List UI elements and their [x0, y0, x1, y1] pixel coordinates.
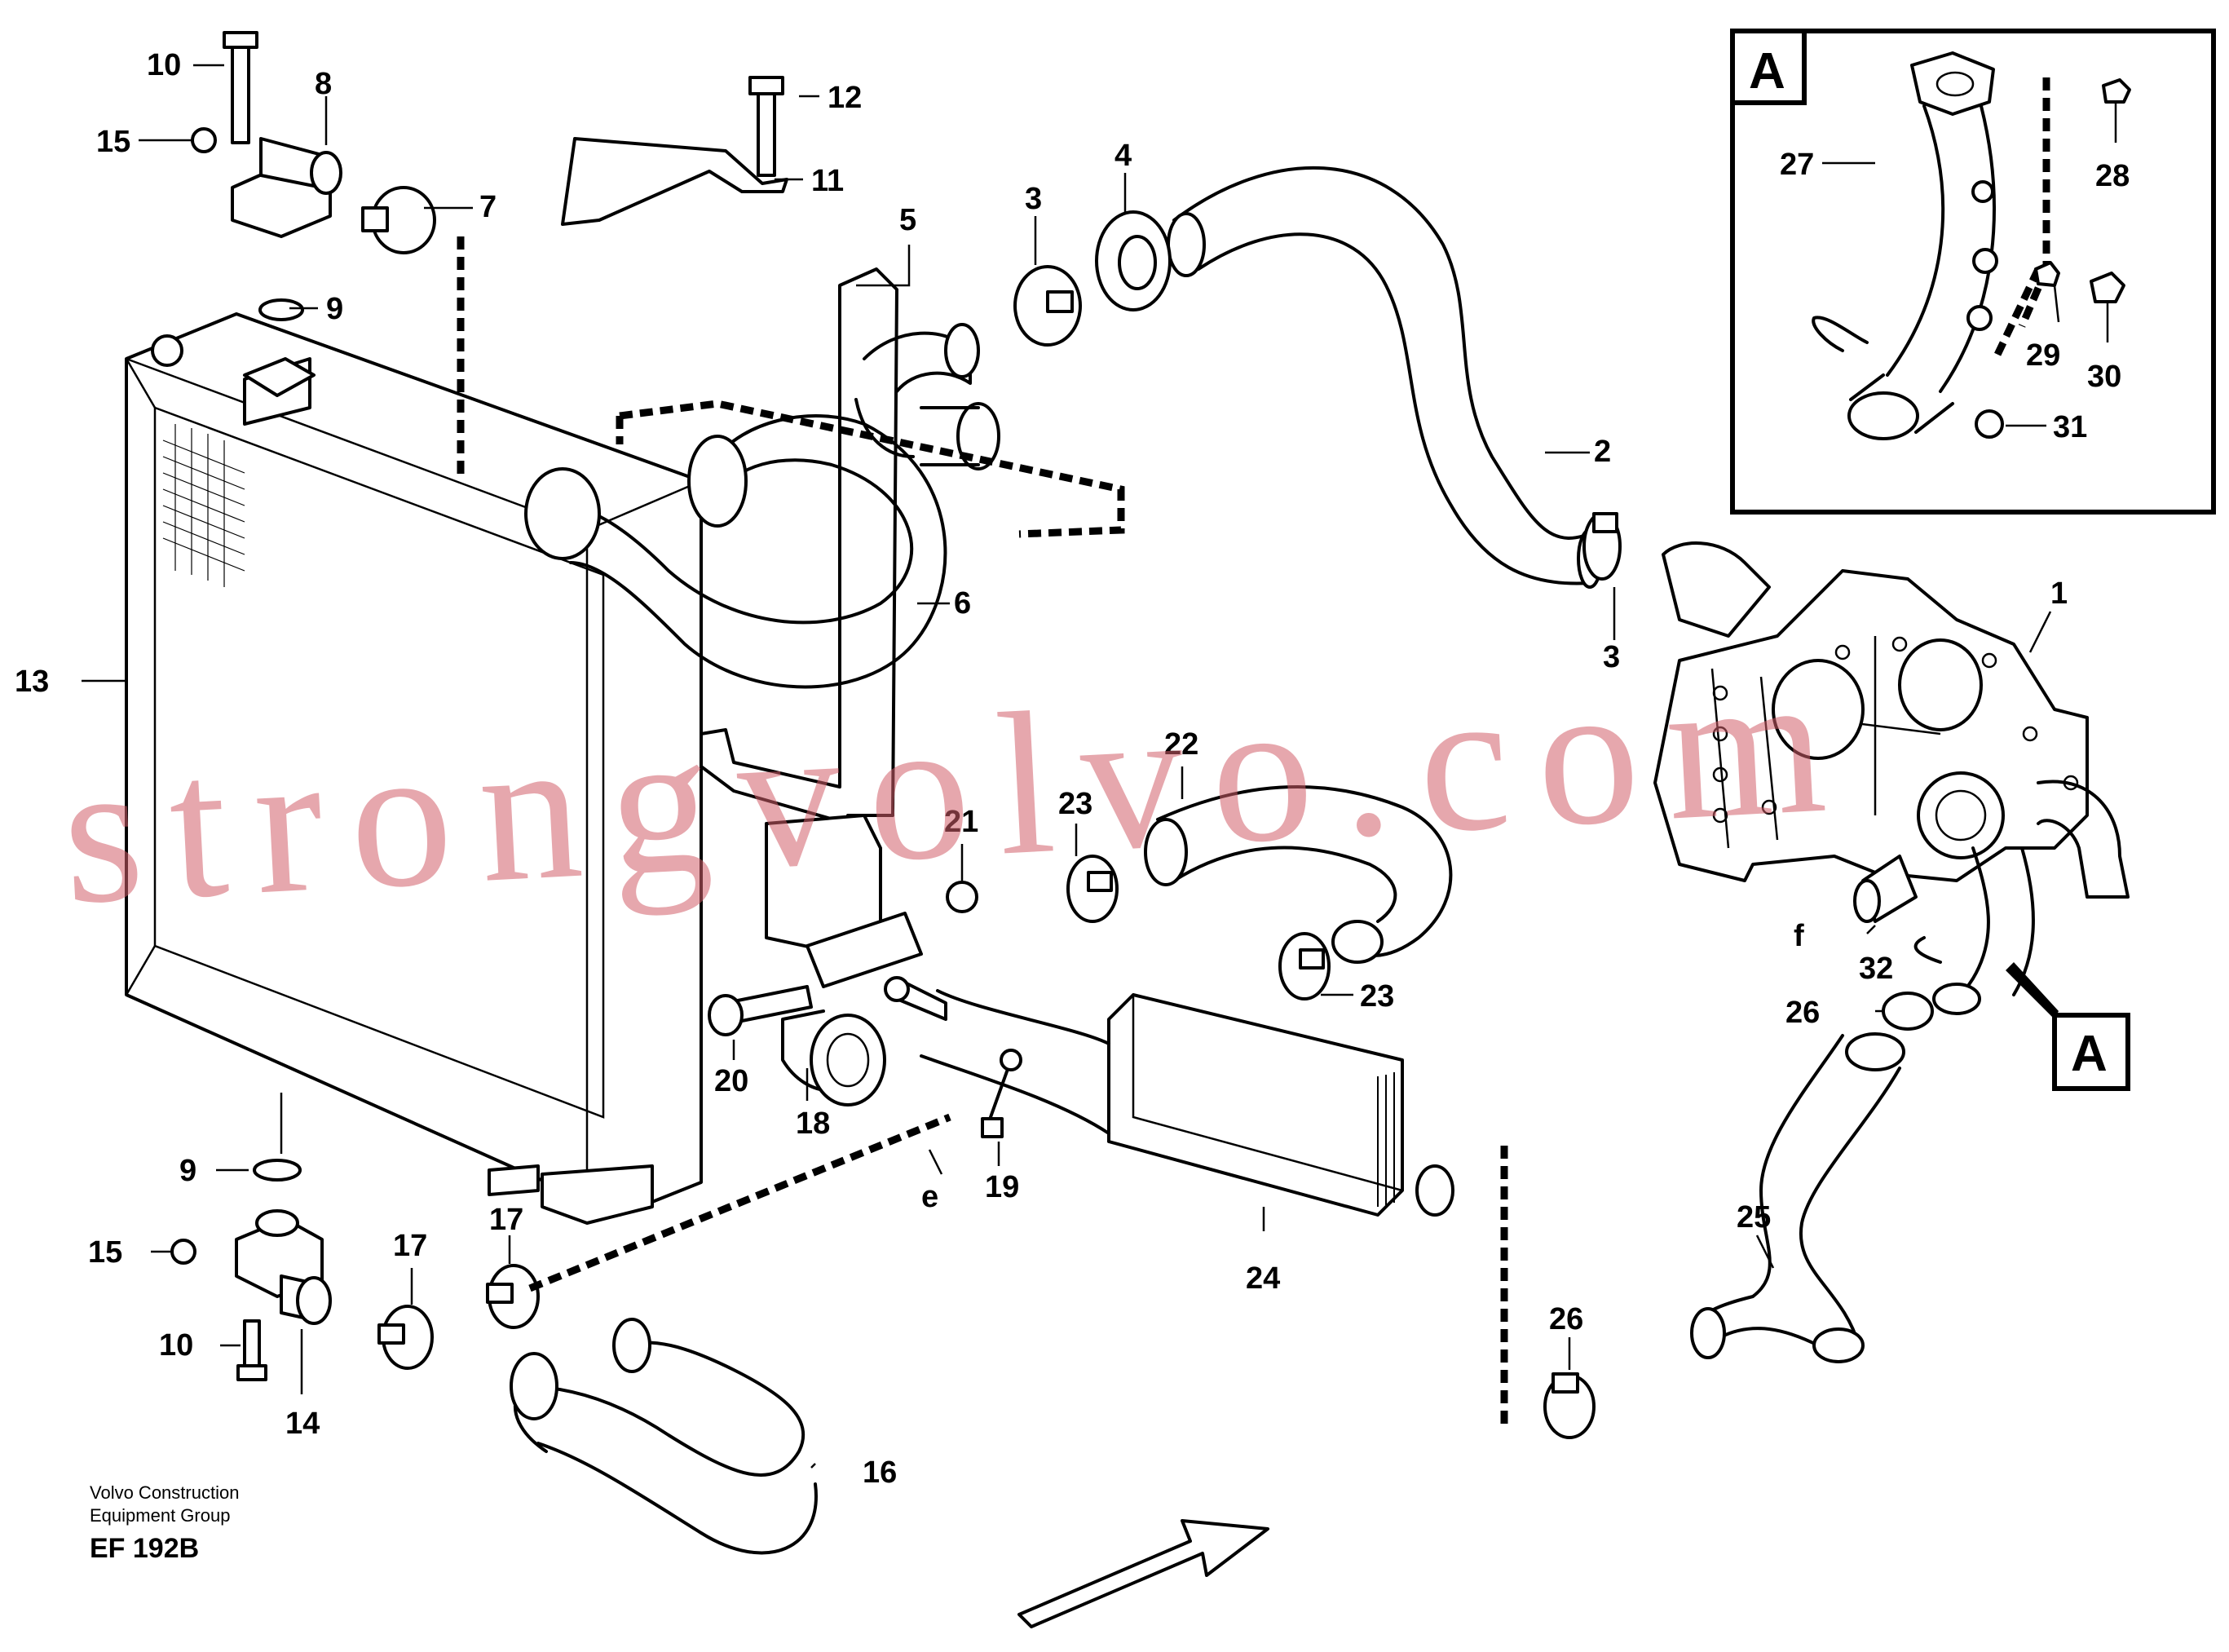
callout-23-right: 23 — [1360, 979, 1394, 1014]
callout-25: 25 — [1737, 1200, 1771, 1235]
hose-clamp-upper — [1013, 265, 1082, 347]
radiator — [125, 312, 703, 1225]
callout-3-engine: 3 — [1603, 640, 1620, 674]
callout-6: 6 — [954, 586, 971, 621]
hose-clamp-bottom-right — [1543, 1372, 1596, 1439]
callout-15-top: 15 — [96, 125, 130, 159]
nut-30 — [2090, 272, 2125, 303]
o-ring-top — [258, 298, 304, 321]
callout-29: 29 — [2026, 338, 2060, 373]
callout-30: 30 — [2087, 360, 2121, 394]
detail-box-label: A — [1749, 43, 1785, 99]
outlet-pipe — [1913, 846, 2035, 1015]
callout-10-bottom: 10 — [159, 1328, 193, 1363]
callout-18: 18 — [796, 1106, 830, 1141]
upper-outlet-fitting — [191, 31, 342, 238]
callout-14: 14 — [285, 1407, 320, 1441]
oil-cooler — [920, 989, 1454, 1217]
callout-11: 11 — [811, 164, 844, 198]
coolant-pipe-detail — [1812, 51, 1998, 440]
lower-engine-hose — [1690, 1032, 1905, 1363]
callout-32: 32 — [1859, 952, 1893, 986]
credit-line-1: Volvo Construction — [90, 1482, 240, 1503]
callout-e: e — [921, 1180, 938, 1214]
callout-17-upper: 17 — [489, 1203, 523, 1237]
callout-2: 2 — [1594, 435, 1611, 469]
engine-hose-upper — [1167, 166, 1603, 589]
callout-9-bottom: 9 — [179, 1154, 196, 1188]
hose-clamp-middle-left — [1066, 855, 1119, 923]
callout-19: 19 — [985, 1170, 1019, 1204]
screw-top — [748, 76, 784, 177]
plug-31 — [1975, 409, 2004, 439]
sensor-stud — [884, 976, 947, 1021]
callout-5: 5 — [899, 203, 916, 237]
callout-24: 24 — [1246, 1261, 1280, 1296]
pump-bolts — [1712, 636, 2079, 824]
nut-28 — [2102, 78, 2131, 104]
callout-17-lower: 17 — [393, 1229, 427, 1263]
hose-clamp-lower-2 — [486, 1264, 540, 1329]
callout-16: 16 — [863, 1455, 897, 1490]
connection-lines — [457, 77, 2050, 1427]
upper-hose — [524, 414, 947, 689]
callout-13: 13 — [15, 665, 49, 699]
callout-21: 21 — [944, 805, 978, 839]
lower-outlet-fitting — [170, 1209, 332, 1381]
fan-shroud — [700, 267, 898, 964]
callout-4: 4 — [1114, 139, 1132, 173]
callout-26-upper: 26 — [1785, 996, 1820, 1030]
callout-20: 20 — [714, 1064, 748, 1098]
heat-shield — [561, 137, 788, 226]
hose-clamp-top — [361, 186, 436, 254]
callout-31: 31 — [2053, 410, 2087, 444]
callout-8: 8 — [315, 67, 332, 101]
callout-28: 28 — [2095, 159, 2130, 193]
direction-arrow — [1017, 1519, 1269, 1628]
callouts: 10 8 15 7 12 11 5 3 4 9 2 6 1 13 3 22 23… — [15, 48, 2130, 1490]
callout-9-top: 9 — [326, 292, 343, 326]
callout-22: 22 — [1164, 727, 1198, 762]
sleeve — [1853, 855, 1918, 923]
callout-3-top: 3 — [1025, 182, 1042, 216]
lower-radiator-hose — [510, 1318, 818, 1555]
hose-clamp-middle-right — [1278, 932, 1331, 1000]
mounting-screw — [708, 985, 813, 1036]
callout-15-bottom: 15 — [88, 1235, 122, 1270]
callout-26-lower: 26 — [1549, 1302, 1583, 1336]
credit-line-2: Equipment Group — [90, 1505, 231, 1526]
view-marker: A — [2006, 962, 2130, 1091]
water-pump-housing — [1653, 541, 2130, 899]
oil-cooler-hose — [1144, 784, 1453, 964]
callout-12: 12 — [828, 81, 862, 115]
figure-code: EF 192B — [90, 1533, 200, 1564]
leader-lines — [82, 64, 2117, 1469]
view-marker-label: A — [2071, 1026, 2108, 1082]
o-ring-bottom — [253, 1159, 302, 1182]
radiator-mesh — [162, 424, 245, 587]
hose-clamp-lower-right — [1882, 992, 1934, 1031]
seal-ring — [1095, 210, 1172, 311]
drain-plate — [243, 357, 316, 397]
thermostat-outlet — [854, 323, 1000, 470]
callout-f: f — [1794, 919, 1804, 953]
temperature-sensor — [981, 1049, 1022, 1138]
detail-box: A — [1730, 29, 2216, 515]
stud-29 — [2034, 261, 2060, 287]
hose-clamp-engine — [1582, 512, 1622, 581]
gasket-ring — [810, 1014, 886, 1106]
callout-10-top: 10 — [147, 48, 181, 82]
callout-23-left: 23 — [1058, 787, 1092, 821]
callout-27: 27 — [1780, 148, 1814, 182]
callout-7-top: 7 — [479, 190, 497, 224]
hose-clamp-lower-1 — [377, 1305, 434, 1370]
callout-1: 1 — [2050, 576, 2068, 611]
